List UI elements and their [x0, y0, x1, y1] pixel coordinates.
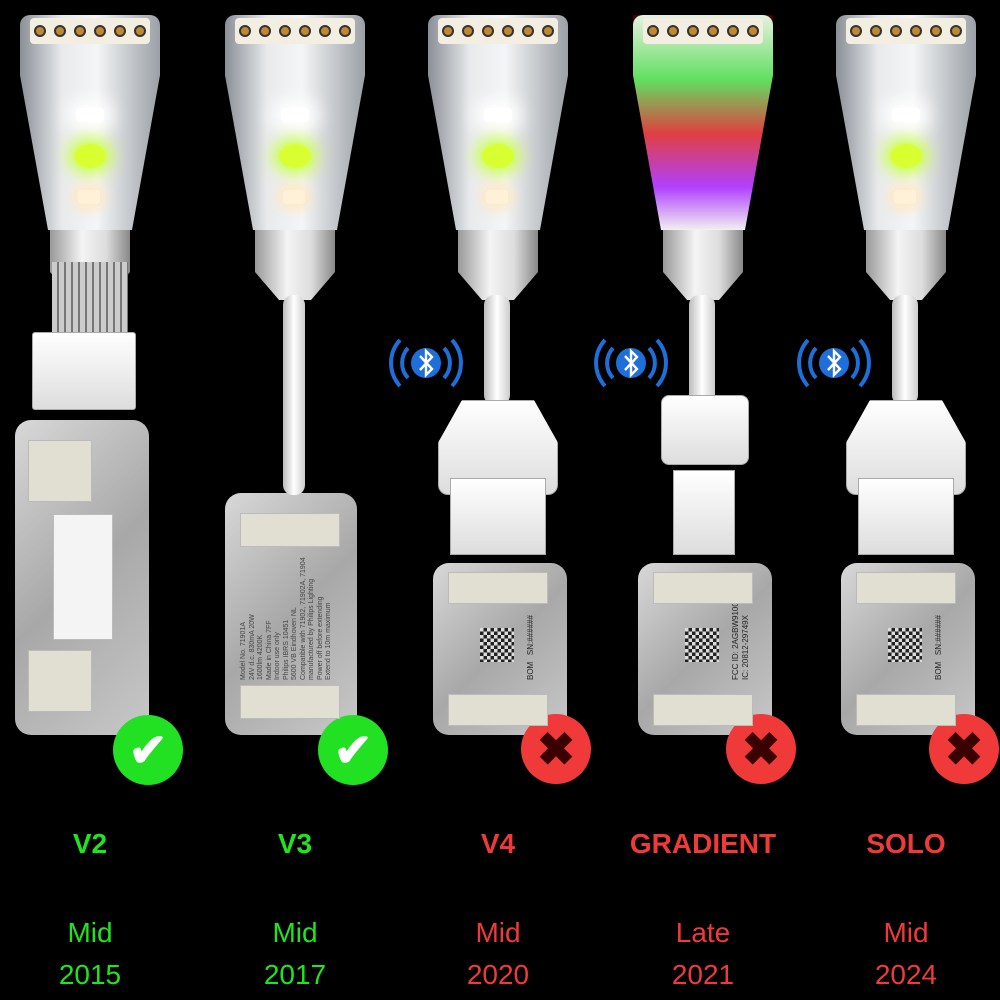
- adhesive-pad: [28, 440, 92, 502]
- status-badge-check-icon: ✔: [113, 715, 183, 785]
- ribbon-wires: [52, 262, 128, 342]
- cable: [484, 295, 510, 405]
- cable: [689, 295, 715, 405]
- adhesive-pad: [856, 572, 956, 604]
- plug-collar: [458, 230, 538, 300]
- release-year: 2020: [466, 959, 530, 990]
- led-green: [279, 144, 311, 168]
- led-warm: [78, 190, 100, 204]
- controller-label-text: BOM SN:######: [526, 615, 535, 680]
- adhesive-pad: [448, 572, 548, 604]
- version-name: V2: [72, 828, 108, 859]
- qr-code: [888, 628, 922, 662]
- status-badge-check-icon: ✔: [318, 715, 388, 785]
- controller-label-text: Model No. 71901A 24V d.c. 830mA 20W 1600…: [240, 557, 332, 680]
- strip-connector: [450, 478, 546, 555]
- qr-code: [685, 628, 719, 662]
- release-season: Mid: [67, 917, 113, 948]
- controller-label-text: BOM SN:######: [934, 615, 943, 680]
- plug-collar: [663, 230, 743, 300]
- qr-code: [480, 628, 514, 662]
- release-date: Mid 2017: [195, 912, 395, 996]
- adhesive-pad: [653, 572, 753, 604]
- strip-connector: [858, 478, 954, 555]
- led-warm: [486, 190, 508, 204]
- release-date: Mid 2020: [398, 912, 598, 996]
- plug-collar: [866, 230, 946, 300]
- bluetooth-signal-icon: [794, 332, 874, 394]
- version-name: SOLO: [866, 828, 946, 859]
- led-warm: [283, 190, 305, 204]
- strip-connector: [673, 470, 735, 555]
- release-season: Mid: [883, 917, 929, 948]
- version-name: V4: [480, 828, 516, 859]
- release-date: Late 2021: [603, 912, 803, 996]
- adhesive-pad: [856, 694, 956, 726]
- connector-pins: [235, 18, 355, 44]
- adhesive-pad: [28, 650, 92, 712]
- led-green: [74, 144, 106, 168]
- release-season: Late: [675, 917, 731, 948]
- version-name: GRADIENT: [629, 828, 777, 859]
- strip-connector: [32, 332, 136, 410]
- plug-collar: [255, 230, 335, 300]
- bluetooth-signal-icon: [591, 332, 671, 394]
- lightstrip-plug-head: [633, 15, 773, 230]
- adhesive-pad: [448, 694, 548, 726]
- led-white: [281, 108, 309, 122]
- version-column-v2: 91500519531 Model No. 7190355PH S/N:BBS4…: [0, 0, 190, 1000]
- led-green: [482, 144, 514, 168]
- bluetooth-signal-icon: [386, 332, 466, 394]
- release-date: Mid 2024: [806, 912, 1000, 996]
- led-warm: [894, 190, 916, 204]
- power-cable: [283, 295, 305, 495]
- adhesive-pad: [240, 685, 340, 719]
- led-green: [890, 144, 922, 168]
- release-year: 2017: [263, 959, 327, 990]
- connector-pins: [643, 18, 763, 44]
- version-column-gradient: FCC ID: 2AGBW91009199MX IC: 20812-29749X…: [594, 0, 803, 1000]
- product-sticker: [53, 514, 113, 640]
- connector-pins: [846, 18, 966, 44]
- led-white: [76, 108, 104, 122]
- release-season: Mid: [475, 917, 521, 948]
- release-year: 2015: [58, 959, 122, 990]
- status-badge-cross-icon: ✖: [929, 714, 999, 784]
- version-column-solo: BOM SN:###### ✖ SOLO Mid 2024: [797, 0, 1000, 1000]
- led-white: [892, 108, 920, 122]
- status-badge-cross-icon: ✖: [726, 714, 796, 784]
- version-column-v3: Model No. 71901A 24V d.c. 830mA 20W 1600…: [195, 0, 395, 1000]
- connector-pins: [30, 18, 150, 44]
- adhesive-pad: [240, 513, 340, 547]
- release-date: Mid 2015: [0, 912, 190, 996]
- release-year: 2024: [874, 959, 938, 990]
- plug-connector: [661, 395, 749, 465]
- led-white: [484, 108, 512, 122]
- release-year: 2021: [671, 959, 735, 990]
- release-season: Mid: [272, 917, 318, 948]
- cable: [892, 295, 918, 405]
- adhesive-pad: [653, 694, 753, 726]
- connector-pins: [438, 18, 558, 44]
- version-name: V3: [277, 828, 313, 859]
